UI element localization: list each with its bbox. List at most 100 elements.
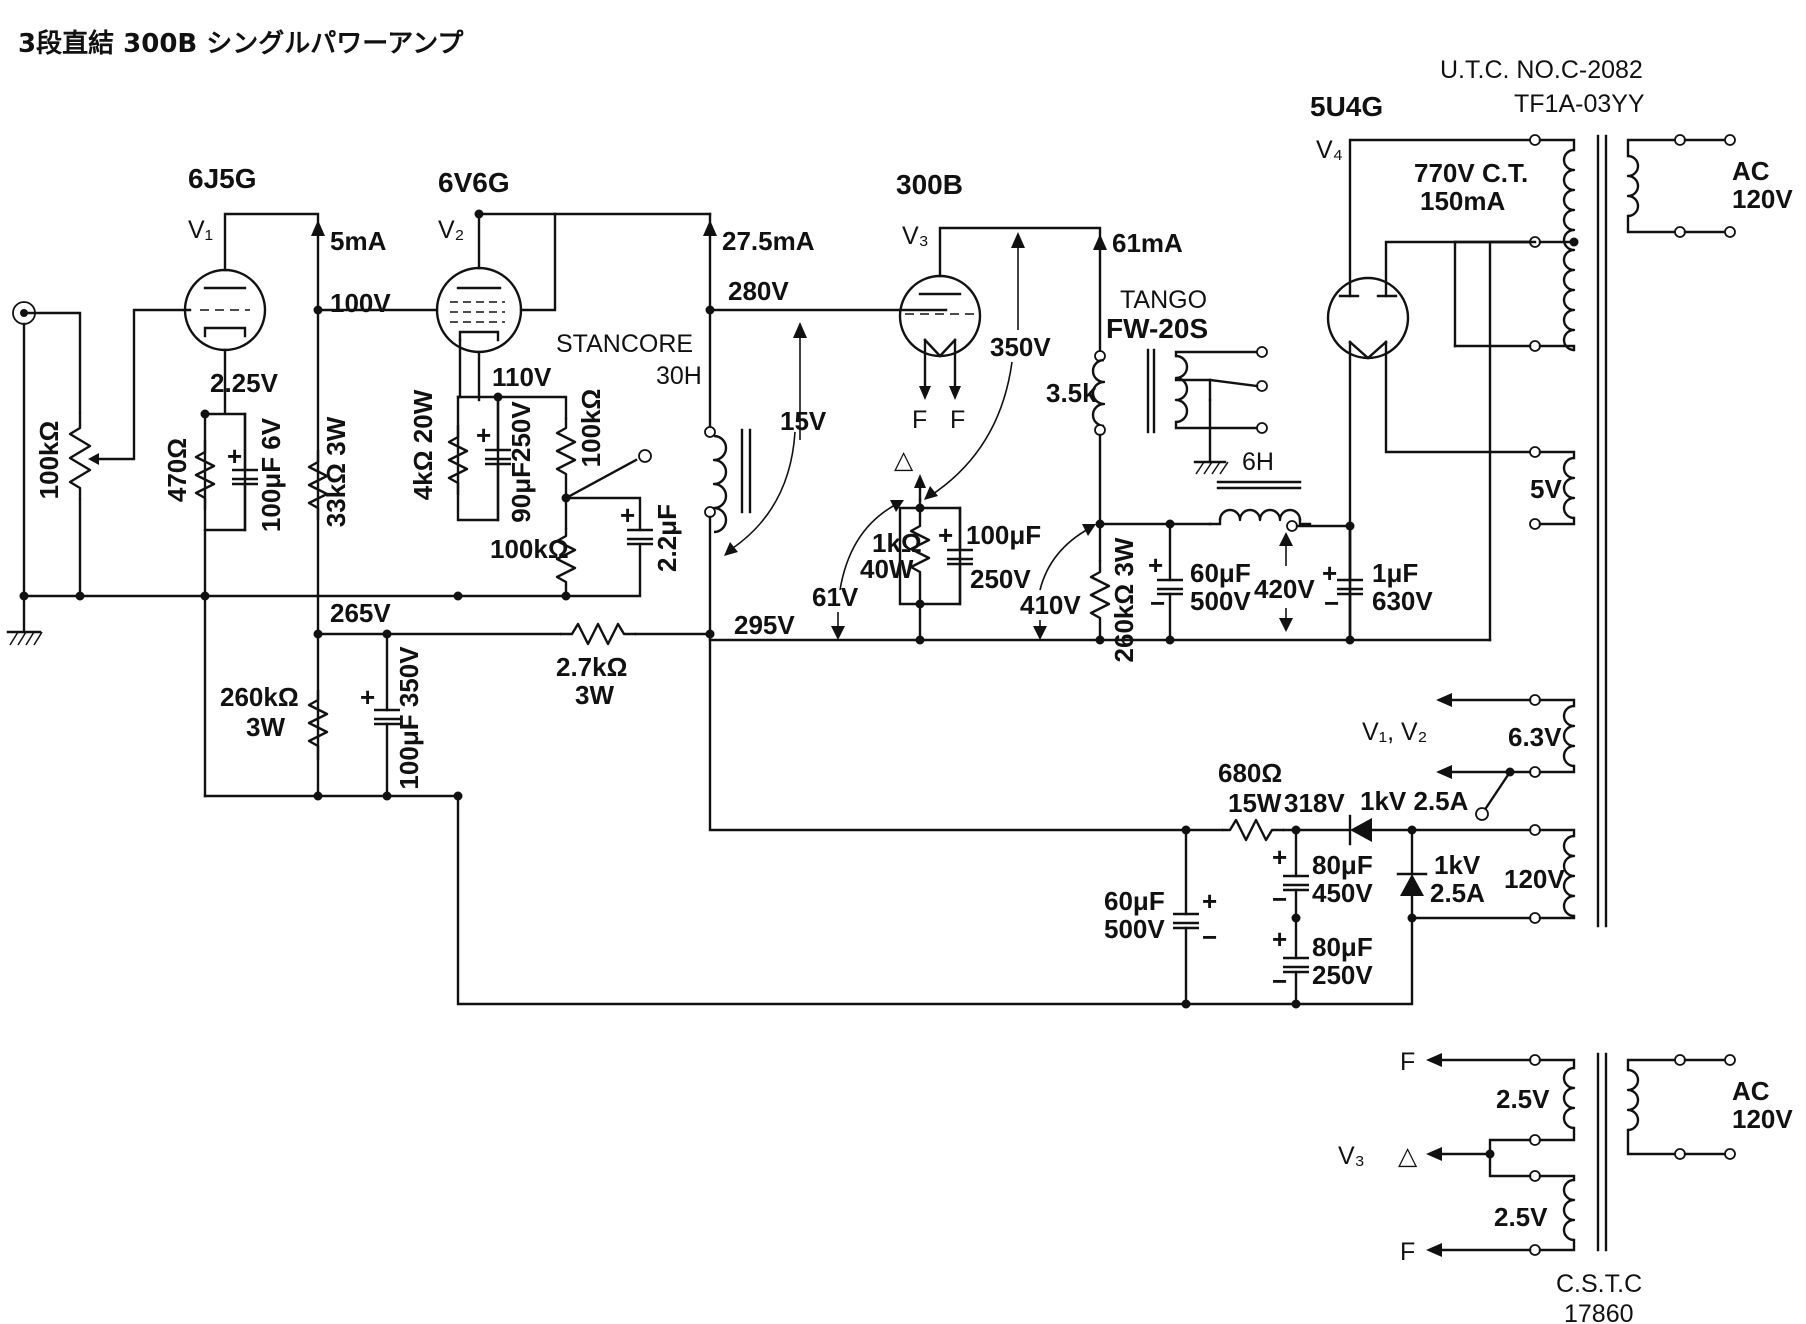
v3-plate-voltage: 350V — [990, 332, 1051, 362]
ft-ct-mark: △ — [1398, 1142, 1418, 1170]
r27k-label-1: 2.7kΩ — [556, 652, 627, 682]
rk1-label: 470Ω — [162, 438, 192, 502]
ground-symbol — [6, 630, 43, 646]
c22-label: 2.2μF — [652, 504, 682, 572]
c1-minus: − — [1324, 588, 1339, 618]
b265-voltage: 265V — [330, 598, 391, 628]
c1-label-2: 630V — [1372, 586, 1433, 616]
heater-label: V₁, V₂ — [1362, 718, 1427, 746]
v3-current-arrow — [1093, 234, 1107, 250]
r260k-a-label-2: 3W — [246, 712, 285, 742]
v1-plate-load-resistor — [307, 450, 329, 520]
pt-5v: 5V — [1530, 474, 1562, 504]
v3-cathode-capacitor — [947, 506, 973, 606]
r100k-b-label: 100kΩ — [490, 534, 569, 564]
d2-label-1: 1kV — [1434, 850, 1481, 880]
r680-label-2: 15W — [1228, 788, 1282, 818]
pt-120v: 120V — [1504, 864, 1565, 894]
ck2-label: 90μF250V — [506, 401, 536, 523]
c60b-minus: − — [1202, 922, 1217, 952]
output-ground — [1193, 460, 1229, 475]
stancore-value: 30H — [656, 362, 702, 390]
r100k-bottom — [555, 528, 577, 596]
v2-current: 27.5mA — [722, 226, 815, 256]
ft-f-top: F — [1400, 1048, 1415, 1076]
v4-ref: V₄ — [1316, 136, 1343, 164]
choke-6h — [1208, 480, 1312, 532]
vol-label: 100kΩ — [34, 421, 64, 500]
power-transformer — [1529, 134, 1736, 928]
ft-ac-2: 120V — [1732, 1104, 1793, 1134]
v3-current: 61mA — [1112, 228, 1183, 258]
pt-hv: 770V C.T. — [1414, 158, 1528, 188]
v1-current: 5mA — [330, 226, 387, 256]
v3-tube-300b — [898, 274, 982, 358]
c60-minus: − — [1150, 588, 1165, 618]
c80-450-label-1: 80μF — [1312, 850, 1373, 880]
opt-primary: 3.5k — [1046, 378, 1097, 408]
v2-cathode-resistor — [447, 425, 469, 495]
v1-plate-voltage: 100V — [330, 288, 391, 318]
output-transformer — [1091, 346, 1268, 436]
ft-ac-1: AC — [1732, 1076, 1770, 1106]
pt-6v3: 6.3V — [1508, 722, 1562, 752]
c60-plus: + — [1148, 550, 1163, 580]
ck2-plus: + — [476, 420, 491, 450]
bias-318-voltage: 318V — [1284, 788, 1345, 818]
ft-sec2: 2.5V — [1494, 1202, 1548, 1232]
r27k-label-2: 3W — [575, 680, 614, 710]
v1-cathode-resistor — [194, 440, 216, 510]
v2-drop-voltage: 15V — [780, 406, 827, 436]
stancore-choke — [704, 426, 752, 534]
c22-plus: + — [620, 500, 635, 530]
ft-model: 17860 — [1564, 1300, 1634, 1324]
c80-250-label-2: 250V — [1312, 960, 1373, 990]
v1-current-arrow — [311, 220, 325, 236]
c100-plus: + — [360, 682, 375, 712]
c1-plus: + — [1322, 558, 1337, 588]
v3-filament-f1: F — [912, 406, 927, 434]
v3-bias-voltage: 61V — [812, 582, 859, 612]
ft-f-bottom: F — [1400, 1238, 1415, 1266]
switch-arm — [564, 458, 638, 500]
pt-hv-current: 150mA — [1420, 186, 1505, 216]
c60-500b-label-1: 60μF — [1104, 886, 1165, 916]
v2-cathode-voltage: 110V — [492, 362, 552, 392]
rk3-label-1: 1kΩ — [872, 528, 922, 558]
c100-350-label: 100μF 350V — [394, 646, 424, 790]
ck3-label-1: 100μF — [966, 520, 1041, 550]
c60-label-1: 60μF — [1190, 558, 1251, 588]
v3-cathode-resistor — [909, 508, 931, 604]
ft-v3-label: V₃ — [1338, 1142, 1365, 1170]
r260k-3w-left — [307, 690, 329, 760]
c80-250-label-1: 80μF — [1312, 932, 1373, 962]
r100k-top — [555, 418, 577, 498]
c2-2uF — [627, 528, 653, 546]
v3-ct-mark: △ — [894, 446, 914, 474]
c60-500-bias — [1173, 912, 1199, 930]
v1-cathode-voltage: 2.25V — [210, 368, 279, 398]
b410-voltage: 410V — [1020, 590, 1081, 620]
v2-ref: V₂ — [438, 216, 464, 244]
v2-plate-voltage: 280V — [728, 276, 789, 306]
ck3-plus: + — [938, 520, 953, 550]
diode-d1 — [1348, 814, 1372, 846]
r260k-a-label-1: 260kΩ — [220, 682, 299, 712]
diode-d2 — [1396, 872, 1428, 896]
r2.7k-3w — [560, 622, 636, 646]
b295-voltage: 295V — [734, 610, 795, 640]
v4-type: 5U4G — [1310, 91, 1383, 122]
pt-maker: U.T.C. NO.C-2082 — [1440, 56, 1643, 84]
c80a-minus: − — [1272, 884, 1287, 914]
pt-model: TF1A-03YY — [1514, 90, 1645, 118]
c80b-minus: − — [1272, 966, 1287, 996]
choke-6h-label: 6H — [1242, 448, 1274, 476]
opt-maker: TANGO — [1120, 286, 1207, 314]
c80-450-label-2: 450V — [1312, 878, 1373, 908]
ft-maker: C.S.T.C — [1556, 1270, 1642, 1298]
r680-15w — [1222, 818, 1284, 842]
r100k-a-label: 100kΩ — [576, 389, 606, 468]
v2-cathode-capacitor — [485, 395, 511, 522]
c60-label-2: 500V — [1190, 586, 1251, 616]
